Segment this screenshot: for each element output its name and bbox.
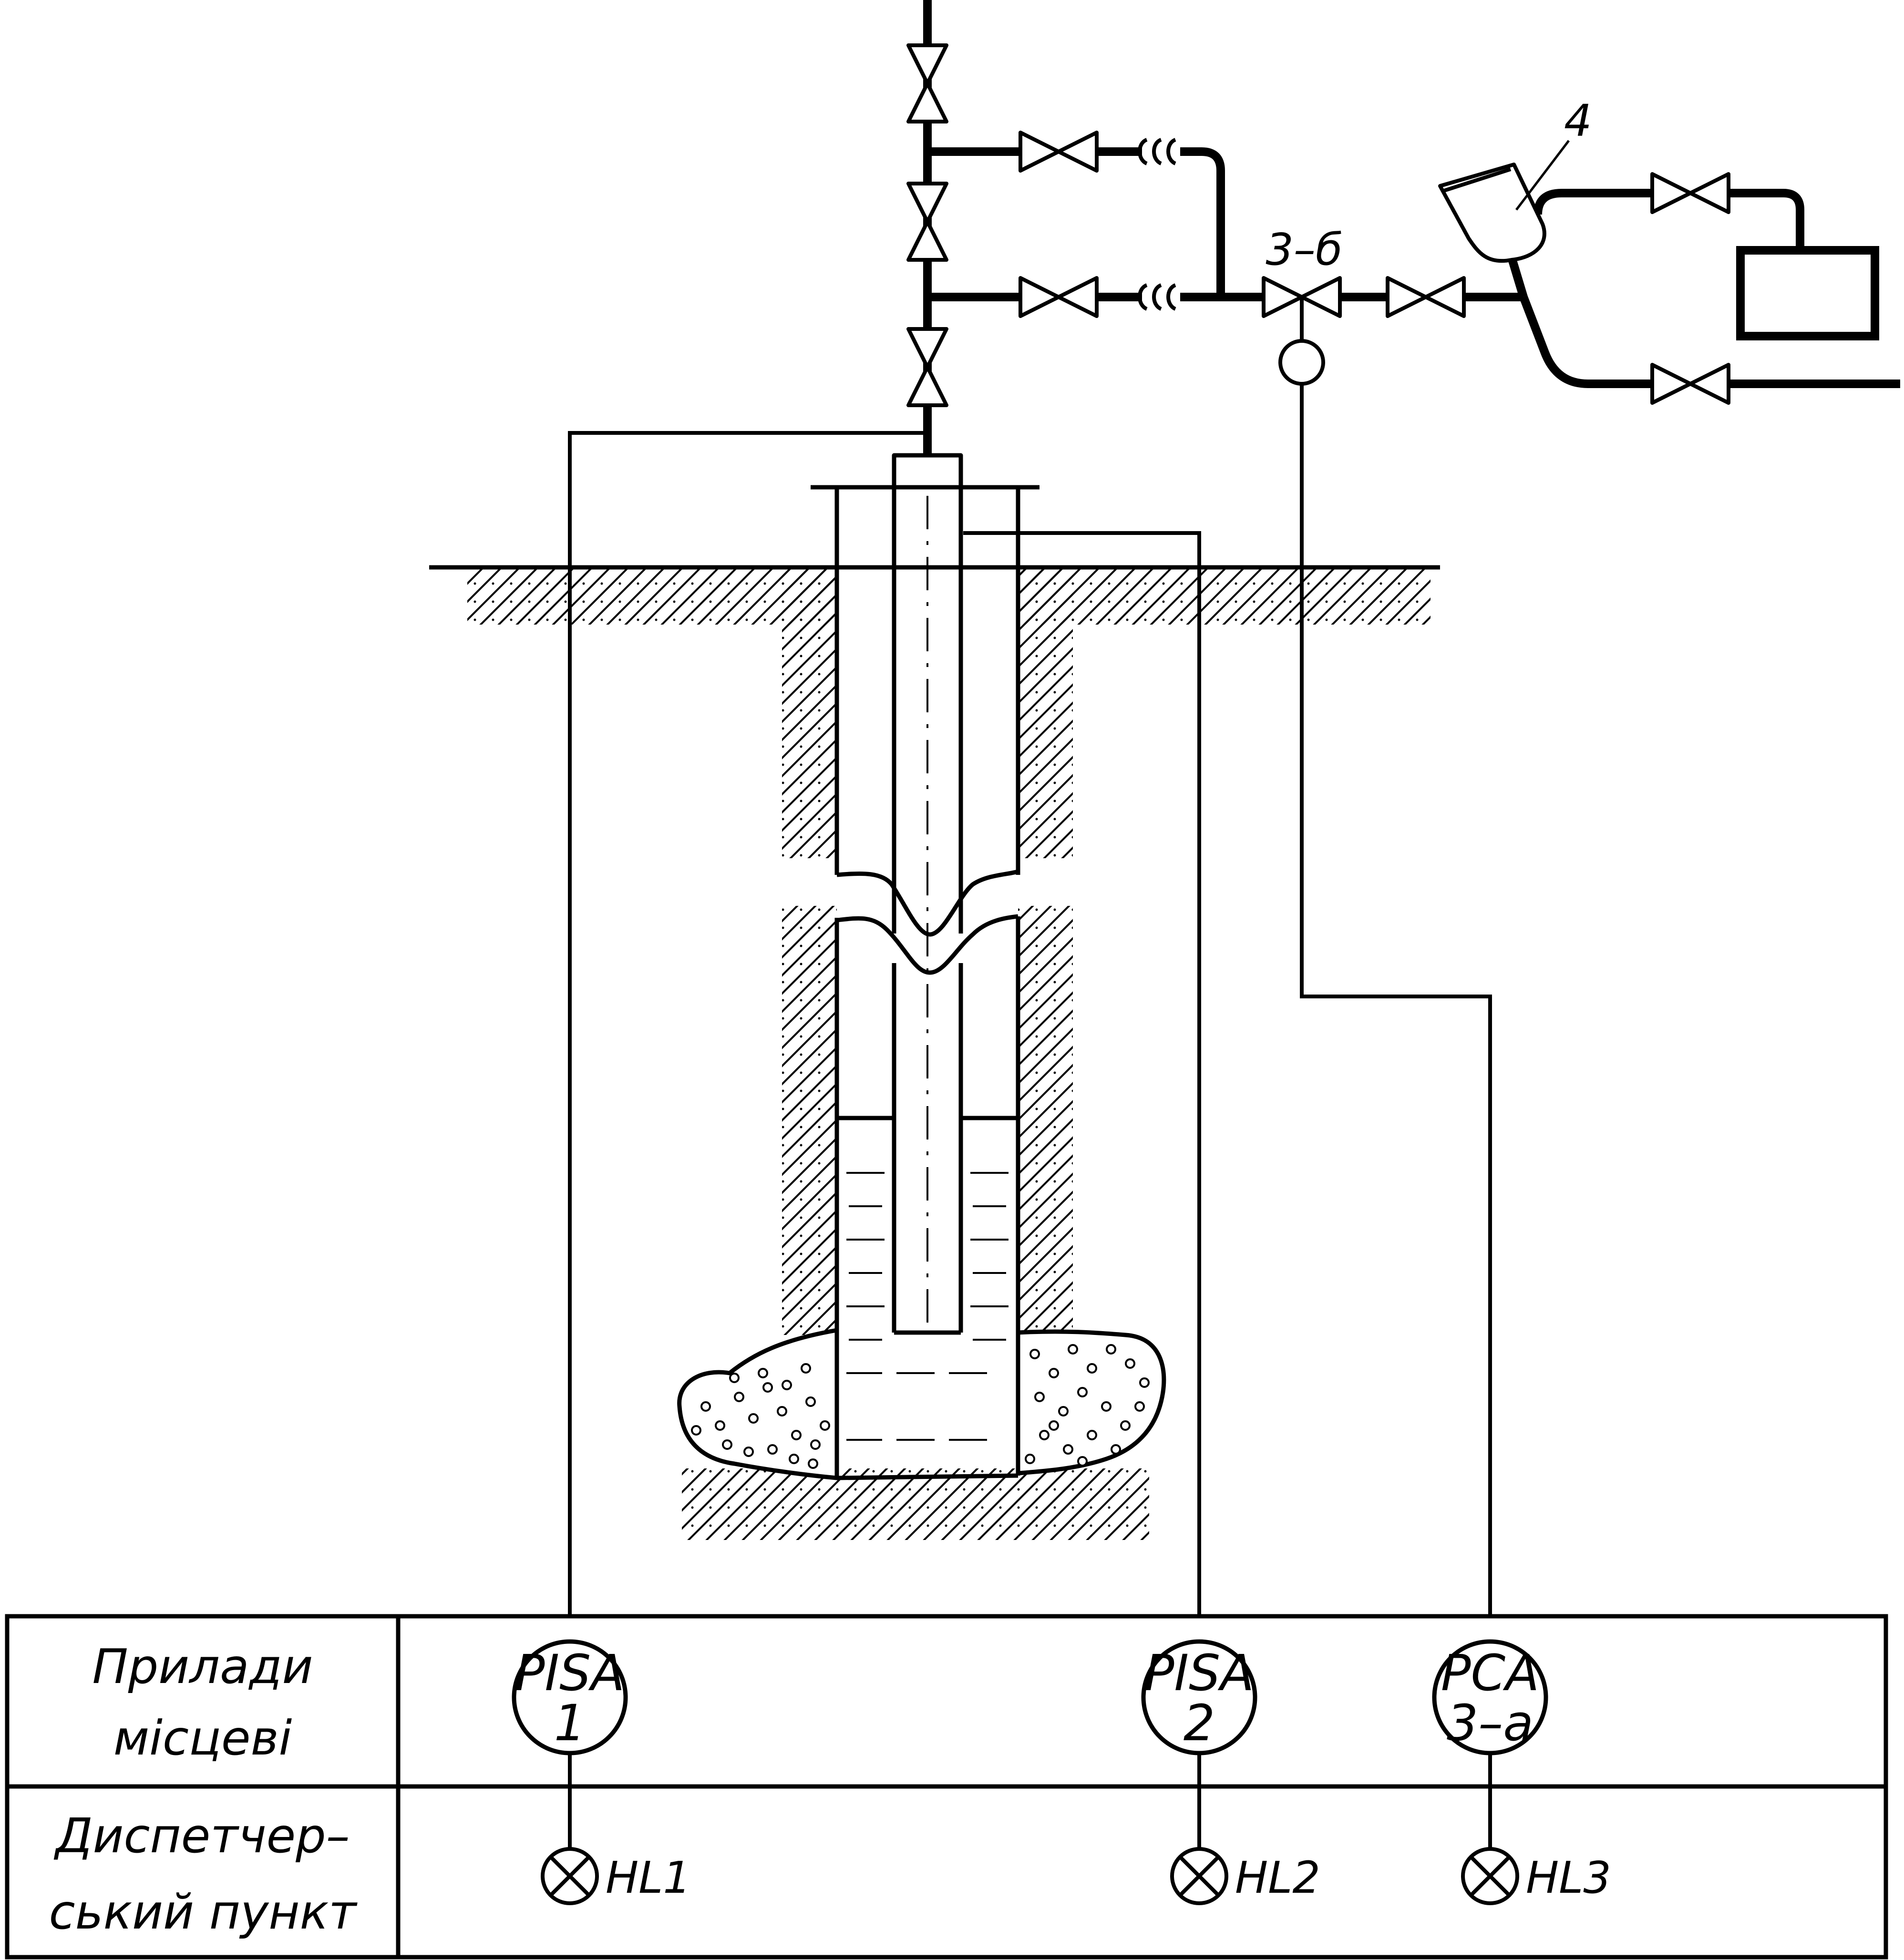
signal-lines — [568, 384, 1492, 1616]
lamp-hl3-label: HL3 — [1526, 1852, 1611, 1903]
signal-line-pisa1 — [568, 431, 927, 1616]
fluid-dashes — [846, 1172, 1009, 1441]
instrument-pca3a: PCA 3–а — [1432, 1639, 1548, 1755]
coupling-lower — [1138, 283, 1177, 311]
row-label-dispatch-line1: Диспетчер– — [53, 1808, 350, 1864]
valve-separator-upper — [1650, 172, 1730, 214]
signal-line-pisa2 — [963, 531, 1201, 1616]
lamp-hl1-icon — [541, 1847, 599, 1905]
instrument-pisa1: PISA 1 — [512, 1639, 628, 1755]
valve-vertical-1 — [906, 43, 948, 123]
coupling-upper — [1138, 138, 1177, 165]
ground-hatch-upper-right — [1018, 567, 1073, 858]
ground-hatch-bottom — [682, 1468, 1149, 1540]
ground-hatch-upper-left — [782, 567, 837, 858]
lamp-connections — [568, 1753, 1492, 1849]
lamp-hl1-label: HL1 — [606, 1852, 691, 1903]
vertical-valves — [906, 43, 948, 407]
instrument-pca3a-line1: PCA — [1441, 1644, 1539, 1702]
ground-hatch-lower-right — [1018, 906, 1073, 1335]
flexible-couplings — [1138, 138, 1177, 311]
lamp-hl2-label: HL2 — [1235, 1852, 1320, 1903]
ground-hatch-surface — [467, 567, 1431, 625]
sand-dots — [691, 1344, 1150, 1469]
casing-break-lower — [836, 914, 1019, 975]
instrument-pisa2-line1: PISA — [1144, 1644, 1255, 1702]
valve-vertical-3 — [906, 327, 948, 407]
actuator-circle — [1278, 339, 1325, 386]
instruments: PISA 1 PISA 2 PCA 3–а — [512, 1639, 1548, 1755]
row-label-local-line2: місцеві — [113, 1710, 292, 1766]
valve-separator-lower — [1650, 363, 1730, 405]
productive-layer — [677, 1327, 1166, 1480]
upper-branch-pipe — [927, 147, 1225, 297]
row-label-local-line1: Прилади — [93, 1639, 313, 1694]
instrument-table — [5, 1614, 1888, 1960]
instrument-pisa1-line1: PISA — [515, 1644, 625, 1702]
ground-hatch-lower-left — [782, 906, 837, 1335]
casing-break-upper — [836, 869, 1019, 937]
productive-layer-bottom — [836, 1473, 1019, 1480]
signal-line-pca3a — [1300, 384, 1492, 1616]
instrument-pisa1-line2: 1 — [554, 1694, 586, 1752]
ground-soil — [429, 565, 1440, 1540]
signal-lamps: HL1 HL2 HL3 — [541, 1847, 1611, 1905]
item-4-label: 4 — [1564, 95, 1592, 146]
row-label-dispatch-line2: ський пункт — [49, 1884, 358, 1940]
valve-3b-label: 3–б — [1266, 224, 1342, 275]
separator-4 — [1438, 140, 1570, 263]
well-casing — [811, 453, 1039, 1478]
separator-connection — [1507, 256, 1528, 298]
valve-lower-branch — [1019, 276, 1099, 318]
lamp-hl3-icon — [1461, 1847, 1519, 1905]
lamp-hl2-icon — [1170, 1847, 1228, 1905]
tubing-head — [892, 453, 963, 490]
control-valve-actuator — [1278, 297, 1325, 386]
productive-layer-left — [677, 1327, 839, 1480]
instrument-pca3a-line2: 3–а — [1447, 1694, 1533, 1752]
valve-vertical-2 — [906, 182, 948, 262]
separator-lower-pipe — [1519, 295, 1900, 388]
instrument-pisa2-line2: 2 — [1184, 1694, 1215, 1752]
valve-upper-branch — [1019, 131, 1099, 173]
wellhead-piping — [923, 0, 1900, 455]
horizontal-valves — [1019, 131, 1730, 405]
table-labels: Прилади місцеві Диспетчер– ський пункт — [49, 1639, 358, 1940]
receiver-tank — [1736, 246, 1879, 340]
instrument-pisa2: PISA 2 — [1141, 1639, 1257, 1755]
separator-upper-pipe — [1533, 189, 1804, 250]
separator-vessel — [1438, 163, 1546, 263]
leader-line-4 — [1515, 140, 1570, 211]
valve-outlet — [1386, 276, 1466, 318]
